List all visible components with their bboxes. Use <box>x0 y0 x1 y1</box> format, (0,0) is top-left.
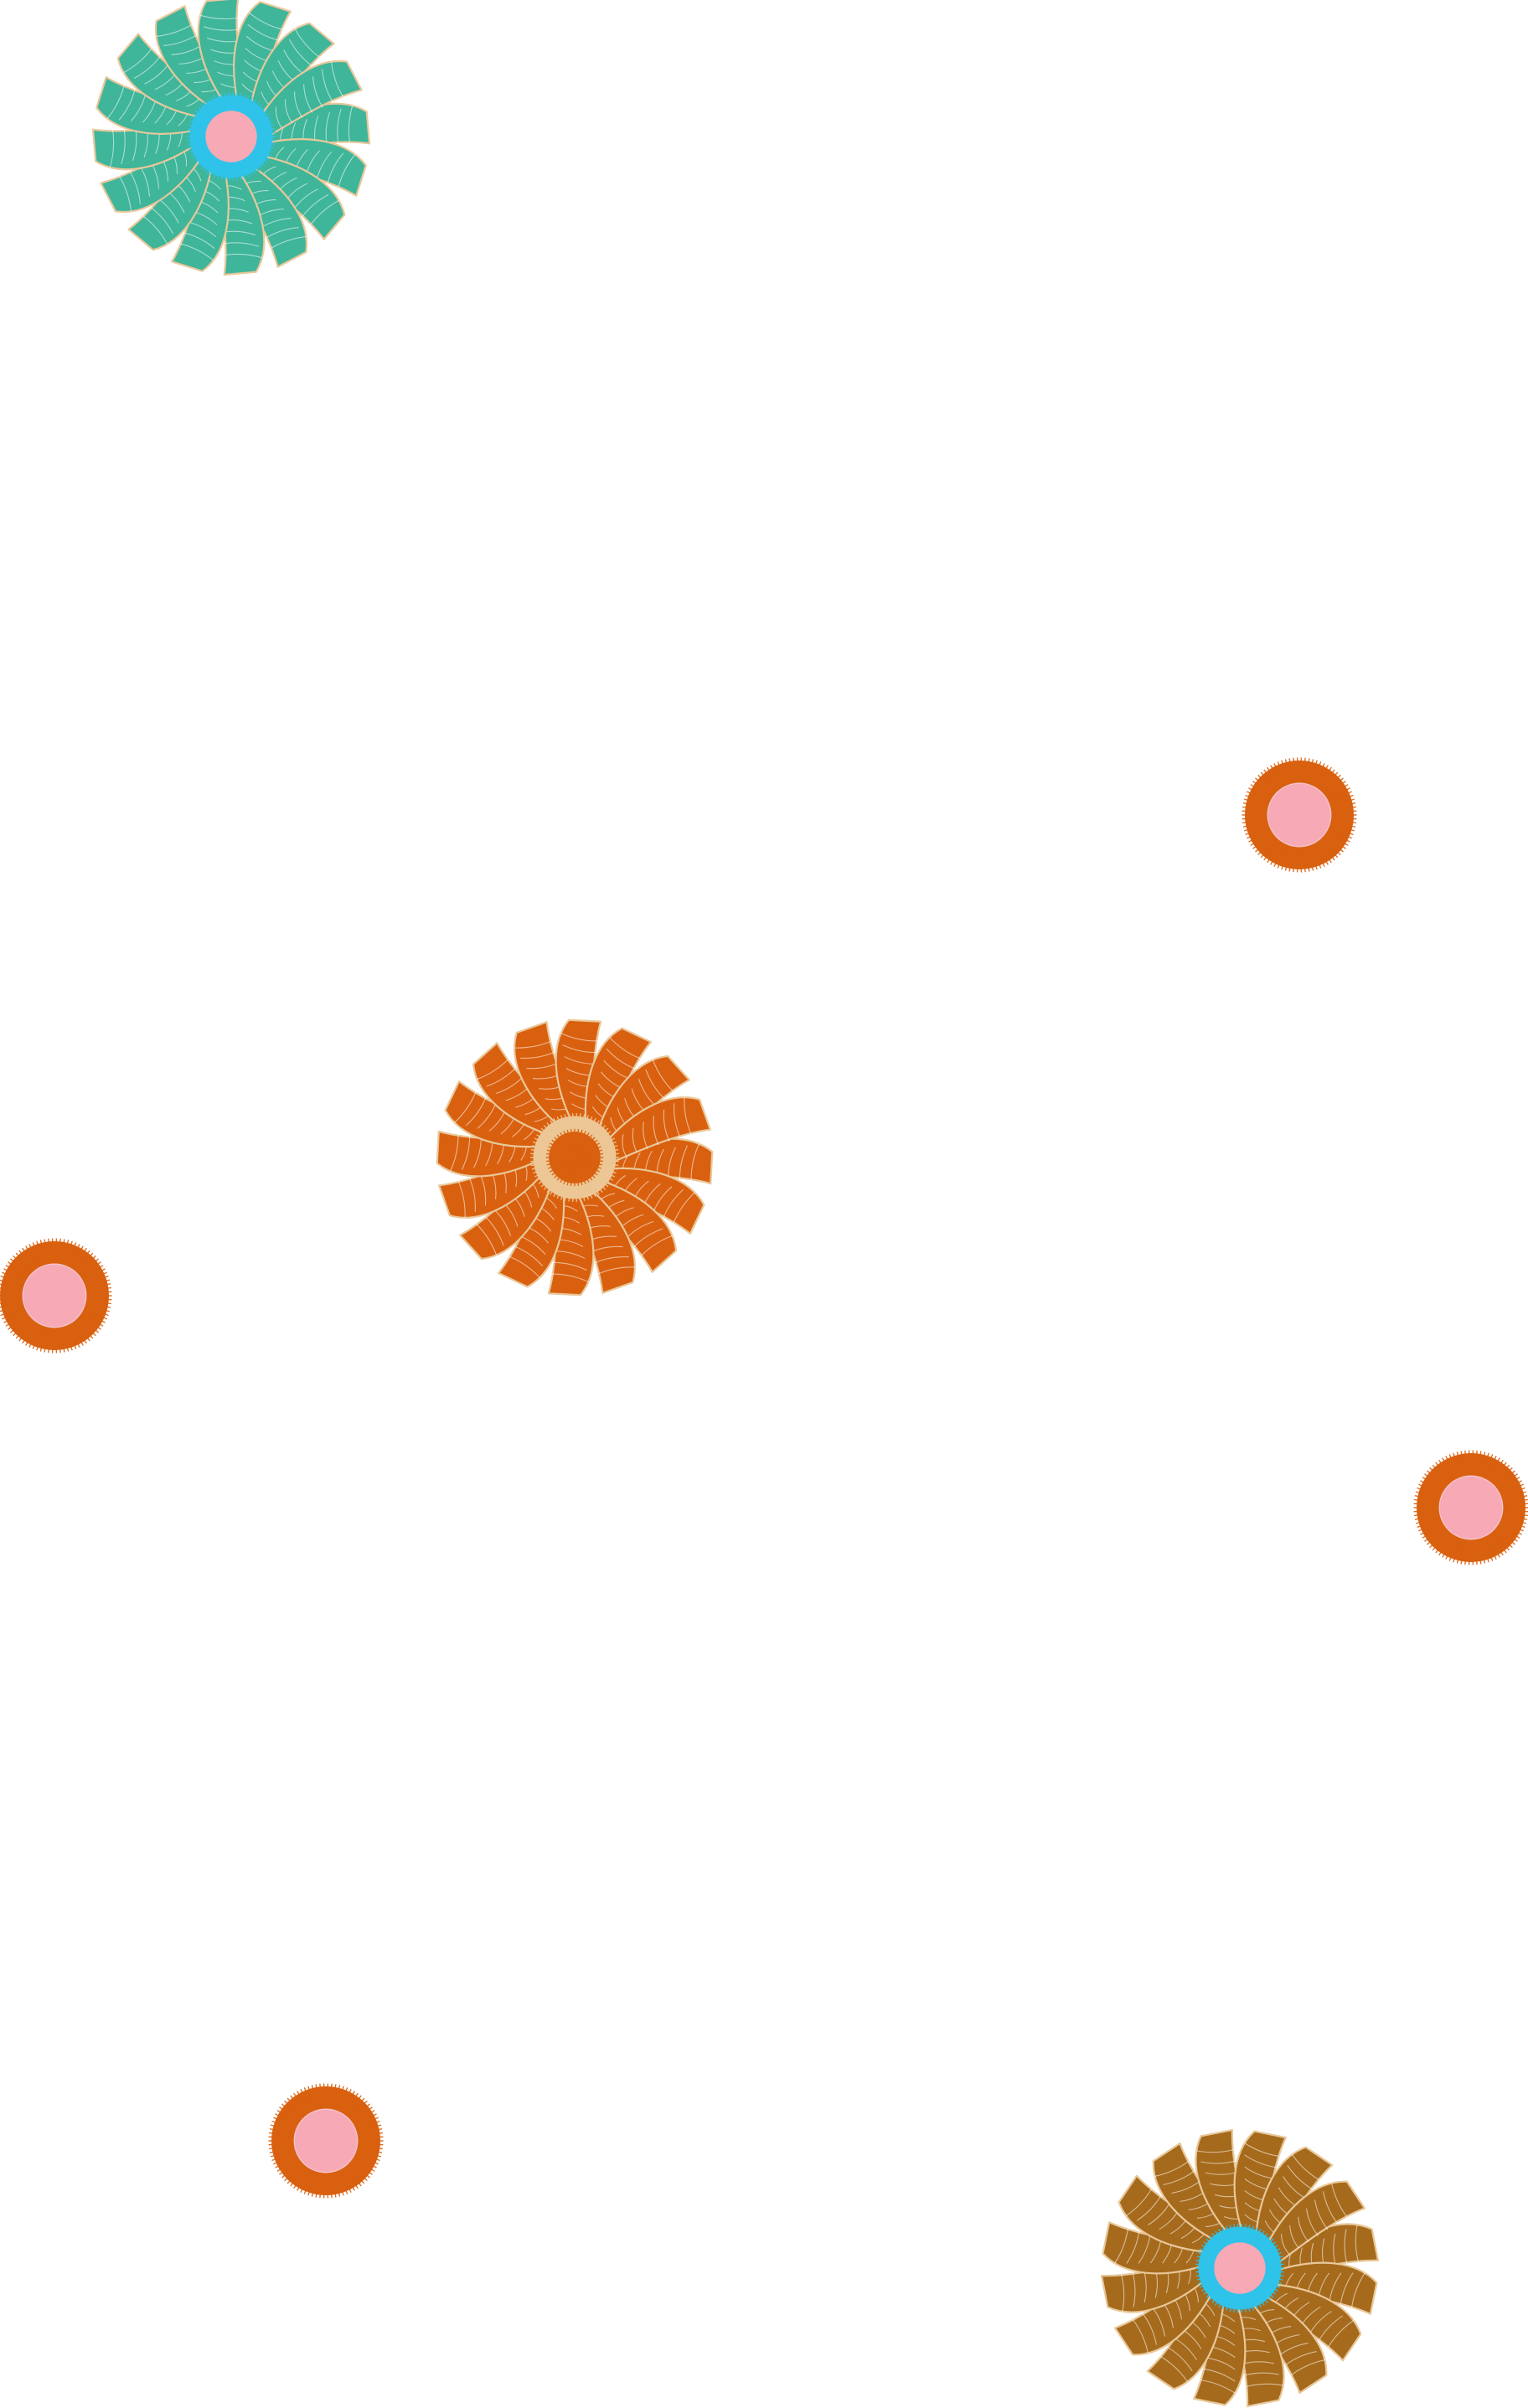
orange-dot-icon-left <box>0 1238 112 1354</box>
orange-dot-icon-right-upper <box>1242 757 1357 873</box>
orange-dot-icon-right-lower <box>1413 1450 1528 1565</box>
petal <box>606 1096 711 1163</box>
orange-dot-icon-bottom-left <box>268 2083 384 2199</box>
orange-pinwheel-flower-icon <box>436 1018 714 1297</box>
petal <box>260 59 363 137</box>
petal <box>171 163 230 272</box>
teal-pinwheel-flower-icon <box>91 0 371 276</box>
petal <box>1266 2180 1366 2265</box>
ochre-pinwheel-flower-icon <box>1100 2128 1380 2408</box>
